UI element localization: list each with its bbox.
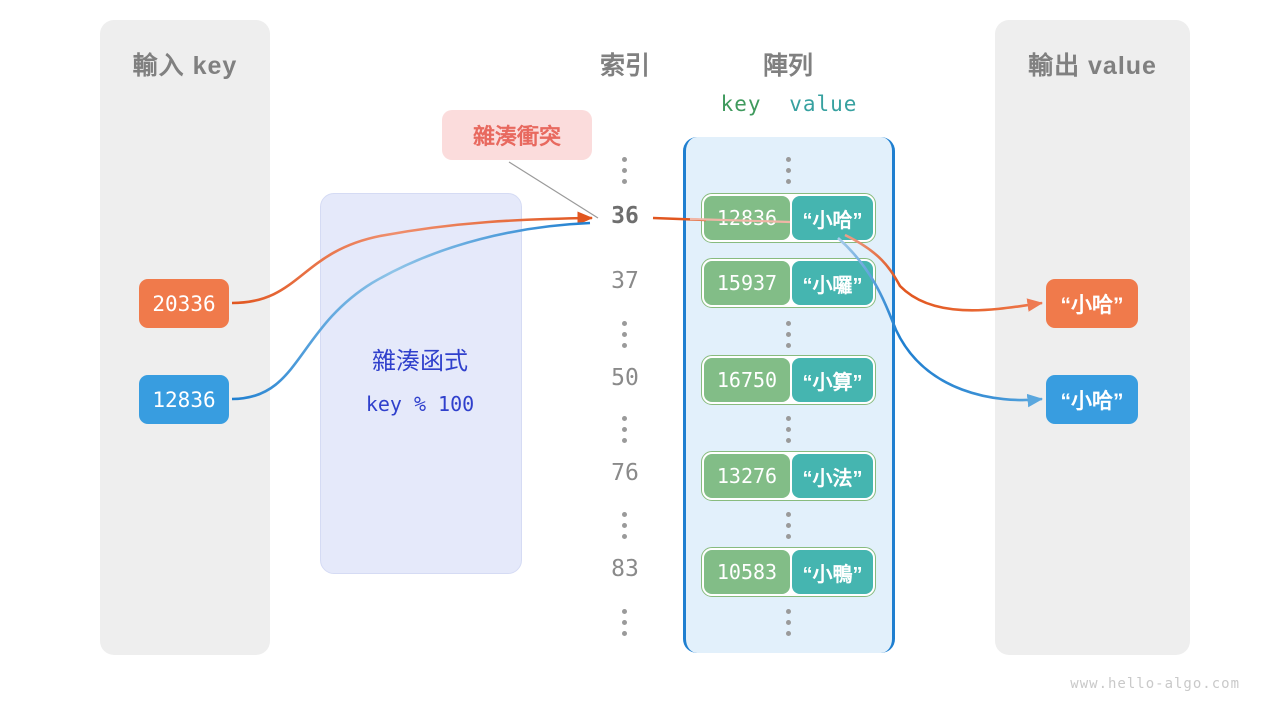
entry-value: “小法” xyxy=(792,454,873,498)
index-label-37: 37 xyxy=(611,268,639,294)
array-entry: 16750“小算” xyxy=(701,355,876,405)
entry-key: 15937 xyxy=(704,261,790,305)
output-value-chip-1: “小哈” xyxy=(1046,375,1138,424)
output-value-panel-title: 輸出 value xyxy=(1028,52,1157,80)
index-ellipsis xyxy=(622,321,627,348)
index-label-83: 83 xyxy=(611,556,639,582)
index-column-heading: 索引 xyxy=(599,52,650,80)
key-subheading-label: key xyxy=(720,92,762,116)
input-key-panel xyxy=(100,20,270,655)
entry-key: 16750 xyxy=(704,358,790,402)
hash-function-title: 雜湊函式 xyxy=(372,348,468,375)
entry-value: “小算” xyxy=(792,358,873,402)
array-ellipsis xyxy=(786,157,791,184)
value-subheading-label: value xyxy=(789,92,858,116)
hash-function-formula: key % 100 xyxy=(365,392,475,416)
collision-callout: 雜湊衝突 xyxy=(442,110,592,160)
entry-value: “小鴨” xyxy=(792,550,873,594)
key-value-subheading: key value xyxy=(683,92,895,116)
array-ellipsis xyxy=(786,321,791,348)
input-key-chip-0: 20336 xyxy=(139,279,229,328)
index-ellipsis xyxy=(622,157,627,184)
array-ellipsis xyxy=(786,416,791,443)
index-label-36: 36 xyxy=(611,203,639,229)
array-column-heading: 陣列 xyxy=(762,52,813,80)
input-key-panel-title: 輸入 key xyxy=(132,52,238,80)
entry-key: 13276 xyxy=(704,454,790,498)
array-entry: 15937“小囉” xyxy=(701,258,876,308)
index-ellipsis xyxy=(622,609,627,636)
array-ellipsis xyxy=(786,609,791,636)
array-entry: 12836“小哈” xyxy=(701,193,876,243)
array-entry: 10583“小鴨” xyxy=(701,547,876,597)
entry-key: 12836 xyxy=(704,196,790,240)
input-key-chip-1: 12836 xyxy=(139,375,229,424)
hash-function-box xyxy=(320,193,522,574)
index-ellipsis xyxy=(622,416,627,443)
entry-value: “小哈” xyxy=(792,196,873,240)
entry-value: “小囉” xyxy=(792,261,873,305)
index-label-50: 50 xyxy=(611,365,639,391)
output-value-chip-0: “小哈” xyxy=(1046,279,1138,328)
index-ellipsis xyxy=(622,512,627,539)
array-ellipsis xyxy=(786,512,791,539)
index-label-76: 76 xyxy=(611,460,639,486)
watermark: www.hello-algo.com xyxy=(1070,676,1240,692)
array-entry: 13276“小法” xyxy=(701,451,876,501)
output-value-panel xyxy=(995,20,1190,655)
entry-key: 10583 xyxy=(704,550,790,594)
